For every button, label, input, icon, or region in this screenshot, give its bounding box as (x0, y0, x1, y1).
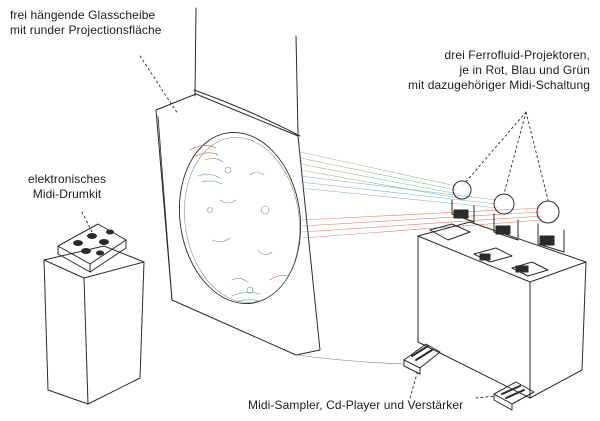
leader-lines (81, 55, 549, 399)
label-projectors-line3: mit dazugehöriger Midi-Schaltung (408, 78, 590, 92)
amplifier-device (493, 381, 535, 411)
beam-green (299, 151, 459, 199)
projector-green (451, 180, 475, 223)
hanging-rod (193, 89, 301, 137)
drum-pedestal-front (43, 259, 89, 405)
projection-disc (178, 131, 302, 305)
drumkit-body (57, 223, 127, 265)
leader-sampler (409, 369, 419, 399)
projector-blue (493, 193, 519, 241)
beam-blue (299, 175, 499, 209)
label-sampler: Midi-Sampler, Cd-Player und Verstärker (248, 398, 463, 413)
disc-texture (204, 158, 273, 294)
glass-pane-edge (157, 115, 173, 301)
beam-red (301, 207, 543, 239)
hanging-wire-right (295, 35, 299, 135)
leader-amplifier (475, 395, 497, 399)
leader-drumkit (81, 211, 93, 233)
disc-blue-marks (197, 174, 223, 185)
drumkit-side (89, 239, 127, 273)
midi-circuits (429, 223, 549, 277)
leader-projector-blue (503, 111, 527, 195)
label-glass-line2: mit runder Projectionsfläche (10, 23, 162, 37)
label-projectors-line1: drei Ferrofluid-Projektoren, (444, 48, 590, 62)
projector-table-side (529, 261, 587, 399)
leader-projector-green (463, 111, 527, 185)
label-drumkit-line2: Midi-Drumkit (32, 187, 102, 201)
disc-green-marks (231, 292, 261, 303)
label-drumkit: elektronisches Midi-Drumkit (28, 172, 106, 202)
leader-glass (139, 55, 179, 115)
label-projectors-line2: je in Rot, Blau und Grün (459, 63, 590, 77)
cable (295, 354, 405, 365)
drumkit-front (57, 245, 91, 273)
projection-disc-inner (184, 137, 300, 303)
sampler-device (403, 343, 441, 375)
projector-red (536, 200, 565, 253)
label-drumkit-line1: elektronisches (28, 172, 107, 186)
disc-red-marks (189, 145, 289, 281)
projector-table-front (417, 235, 531, 399)
hanging-wire-left (194, 7, 197, 97)
drum-pedestal-side (87, 261, 145, 405)
label-glass-line1: frei hängende Glasscheibe (10, 8, 156, 22)
label-projectors: drei Ferrofluid-Projektoren, je in Rot, … (408, 48, 590, 93)
drum-pads (73, 229, 114, 256)
leader-projector-red (525, 111, 549, 201)
drum-pedestal-top (43, 245, 145, 279)
label-sampler-line1: Midi-Sampler, Cd-Player und Verstärker (248, 398, 464, 412)
label-glass-pane: frei hängende Glasscheibe mit runder Pro… (10, 8, 162, 38)
